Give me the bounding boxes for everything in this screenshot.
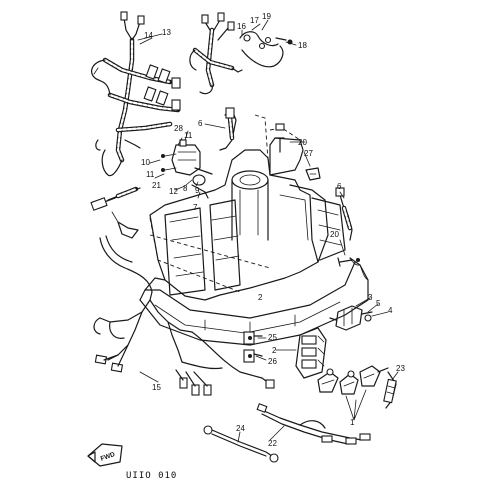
callout-21: 21 — [152, 181, 161, 190]
callout-7: 7 — [193, 203, 198, 212]
callout-27: 27 — [304, 149, 313, 158]
callout-6-upper: 6 — [198, 119, 203, 128]
plug-cap-lead — [90, 186, 141, 239]
callout-3: 3 — [368, 293, 373, 302]
engine-block — [149, 114, 346, 301]
main-wire-harness — [91, 11, 181, 177]
callout-9: 9 — [195, 186, 200, 195]
secondary-harness — [189, 12, 243, 95]
callout-8: 8 — [183, 184, 188, 193]
part-16-19-cable-assembly — [239, 31, 293, 68]
callout-13: 13 — [162, 28, 171, 37]
right-side-fasteners — [275, 123, 360, 267]
callout-2-rectifier: 2 — [272, 346, 277, 355]
callout-1: 1 — [350, 418, 355, 427]
callout-12: 12 — [169, 187, 178, 196]
callout-20-lower: 20 — [330, 230, 339, 239]
leader-lines — [137, 19, 399, 443]
callout-14: 14 — [144, 31, 153, 40]
drawing-code: UIIO 010 — [126, 471, 177, 481]
callout-6-right: 6 — [337, 182, 342, 191]
callout-23: 23 — [396, 364, 405, 373]
part-23-lead — [383, 371, 397, 409]
callout-4: 4 — [388, 306, 393, 315]
callout-11-left: 11 — [146, 170, 155, 179]
callout-24: 24 — [236, 424, 245, 433]
callout-15: 15 — [152, 383, 161, 392]
callout-5: 5 — [376, 299, 381, 308]
fwd-label: FWD — [100, 451, 117, 463]
callout-16: 16 — [237, 22, 246, 31]
part-6-lead-upper — [219, 107, 237, 151]
callout-25: 25 — [268, 333, 277, 342]
callout-28: 28 — [174, 124, 183, 133]
ignition-coil-cluster — [161, 139, 213, 199]
callout-20-upper: 20 — [298, 138, 307, 147]
part-1-coils — [317, 365, 389, 395]
relay-bracket — [329, 305, 373, 331]
part-22-harness — [256, 403, 371, 445]
fwd-arrow-badge: FWD — [87, 443, 123, 467]
callout-numbers: 1 2 2 3 4 5 6 6 7 8 9 10 11 11 12 13 14 … — [141, 12, 405, 448]
part-24-cable — [203, 425, 279, 463]
part-15-lower-harness — [93, 235, 275, 396]
callout-22: 22 — [268, 439, 277, 448]
callout-18: 18 — [298, 41, 307, 50]
part-25-26-bracket — [243, 331, 263, 363]
callout-10: 10 — [141, 158, 150, 167]
callout-11-top: 11 — [184, 131, 193, 140]
rectifier-stack — [295, 327, 327, 379]
callout-2-top: 2 — [258, 293, 263, 302]
callout-26: 26 — [268, 357, 277, 366]
callout-17: 17 — [250, 16, 259, 25]
callout-19: 19 — [262, 12, 271, 21]
